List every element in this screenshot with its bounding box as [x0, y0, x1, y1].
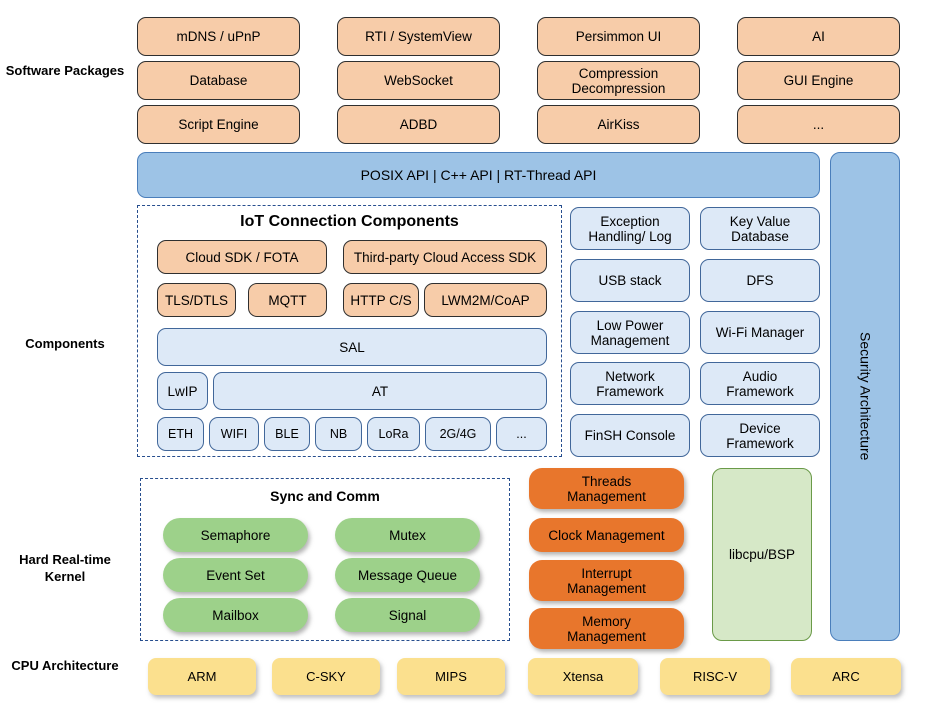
component-box[interactable]: Exception Handling/ Log [570, 207, 690, 250]
iot-box[interactable]: LwIP [157, 372, 208, 410]
kernel-sync-box[interactable]: Mutex [335, 518, 480, 552]
sync-and-comm-title: Sync and Comm [270, 488, 380, 504]
kernel-sync-box[interactable]: Mailbox [163, 598, 308, 632]
iot-link-box[interactable]: ... [496, 417, 547, 451]
cpu-arch-box[interactable]: MIPS [397, 658, 505, 695]
row-label-kernel: Hard Real-time Kernel [19, 552, 111, 584]
iot-link-box[interactable]: NB [315, 417, 362, 451]
package-box[interactable]: Script Engine [137, 105, 300, 144]
component-box[interactable]: USB stack [570, 259, 690, 302]
iot-link-box[interactable]: ETH [157, 417, 204, 451]
iot-box[interactable]: Third-party Cloud Access SDK [343, 240, 547, 274]
security-architecture-bar: Security Architecture [830, 152, 900, 641]
kernel-sync-box[interactable]: Message Queue [335, 558, 480, 592]
kernel-management-box[interactable]: Threads Management [529, 468, 684, 509]
package-box[interactable]: Database [137, 61, 300, 100]
iot-section-title: IoT Connection Components [240, 213, 459, 230]
iot-link-box[interactable]: WIFI [209, 417, 259, 451]
iot-connection-components-group [137, 205, 562, 457]
iot-link-box[interactable]: BLE [264, 417, 310, 451]
kernel-management-box[interactable]: Interrupt Management [529, 560, 684, 601]
kernel-management-box[interactable]: Clock Management [529, 518, 684, 552]
sync-and-comm-group [140, 478, 510, 641]
iot-link-box[interactable]: 2G/4G [425, 417, 491, 451]
kernel-sync-box[interactable]: Signal [335, 598, 480, 632]
cpu-arch-box[interactable]: ARC [791, 658, 901, 695]
iot-link-box[interactable]: LoRa [367, 417, 420, 451]
component-box[interactable]: DFS [700, 259, 820, 302]
iot-box[interactable]: AT [213, 372, 547, 410]
api-bar: POSIX API | C++ API | RT-Thread API [137, 152, 820, 198]
component-box[interactable]: FinSH Console [570, 414, 690, 457]
component-box[interactable]: Network Framework [570, 362, 690, 405]
cpu-arch-box[interactable]: RISC-V [660, 658, 770, 695]
package-box[interactable]: AirKiss [537, 105, 700, 144]
cpu-arch-box[interactable]: C-SKY [272, 658, 380, 695]
row-label-components: Components [25, 336, 105, 351]
component-box[interactable]: Audio Framework [700, 362, 820, 405]
component-box[interactable]: Low Power Management [570, 311, 690, 354]
kernel-sync-box[interactable]: Semaphore [163, 518, 308, 552]
package-box[interactable]: ... [737, 105, 900, 144]
package-box[interactable]: Persimmon UI [537, 17, 700, 56]
row-label-software-packages: Software Packages [5, 63, 125, 78]
iot-box[interactable]: MQTT [248, 283, 327, 317]
cpu-arch-box[interactable]: ARM [148, 658, 256, 695]
iot-box[interactable]: LWM2M/CoAP [424, 283, 547, 317]
kernel-sync-box[interactable]: Event Set [163, 558, 308, 592]
security-architecture-label: Security Architecture [857, 332, 874, 461]
component-box[interactable]: Key Value Database [700, 207, 820, 250]
cpu-arch-box[interactable]: Xtensa [528, 658, 638, 695]
iot-box[interactable]: TLS/DTLS [157, 283, 236, 317]
libcpu-bsp-box[interactable]: libcpu/BSP [712, 468, 812, 641]
package-box[interactable]: mDNS / uPnP [137, 17, 300, 56]
component-box[interactable]: Wi-Fi Manager [700, 311, 820, 354]
package-box[interactable]: Compression Decompression [537, 61, 700, 100]
iot-box[interactable]: Cloud SDK / FOTA [157, 240, 327, 274]
package-box[interactable]: AI [737, 17, 900, 56]
package-box[interactable]: RTI / SystemView [337, 17, 500, 56]
component-box[interactable]: Device Framework [700, 414, 820, 457]
kernel-management-box[interactable]: Memory Management [529, 608, 684, 649]
iot-sal-box[interactable]: SAL [157, 328, 547, 366]
package-box[interactable]: GUI Engine [737, 61, 900, 100]
iot-box[interactable]: HTTP C/S [343, 283, 419, 317]
row-label-cpu-architecture: CPU Architecture [11, 658, 119, 673]
package-box[interactable]: ADBD [337, 105, 500, 144]
package-box[interactable]: WebSocket [337, 61, 500, 100]
